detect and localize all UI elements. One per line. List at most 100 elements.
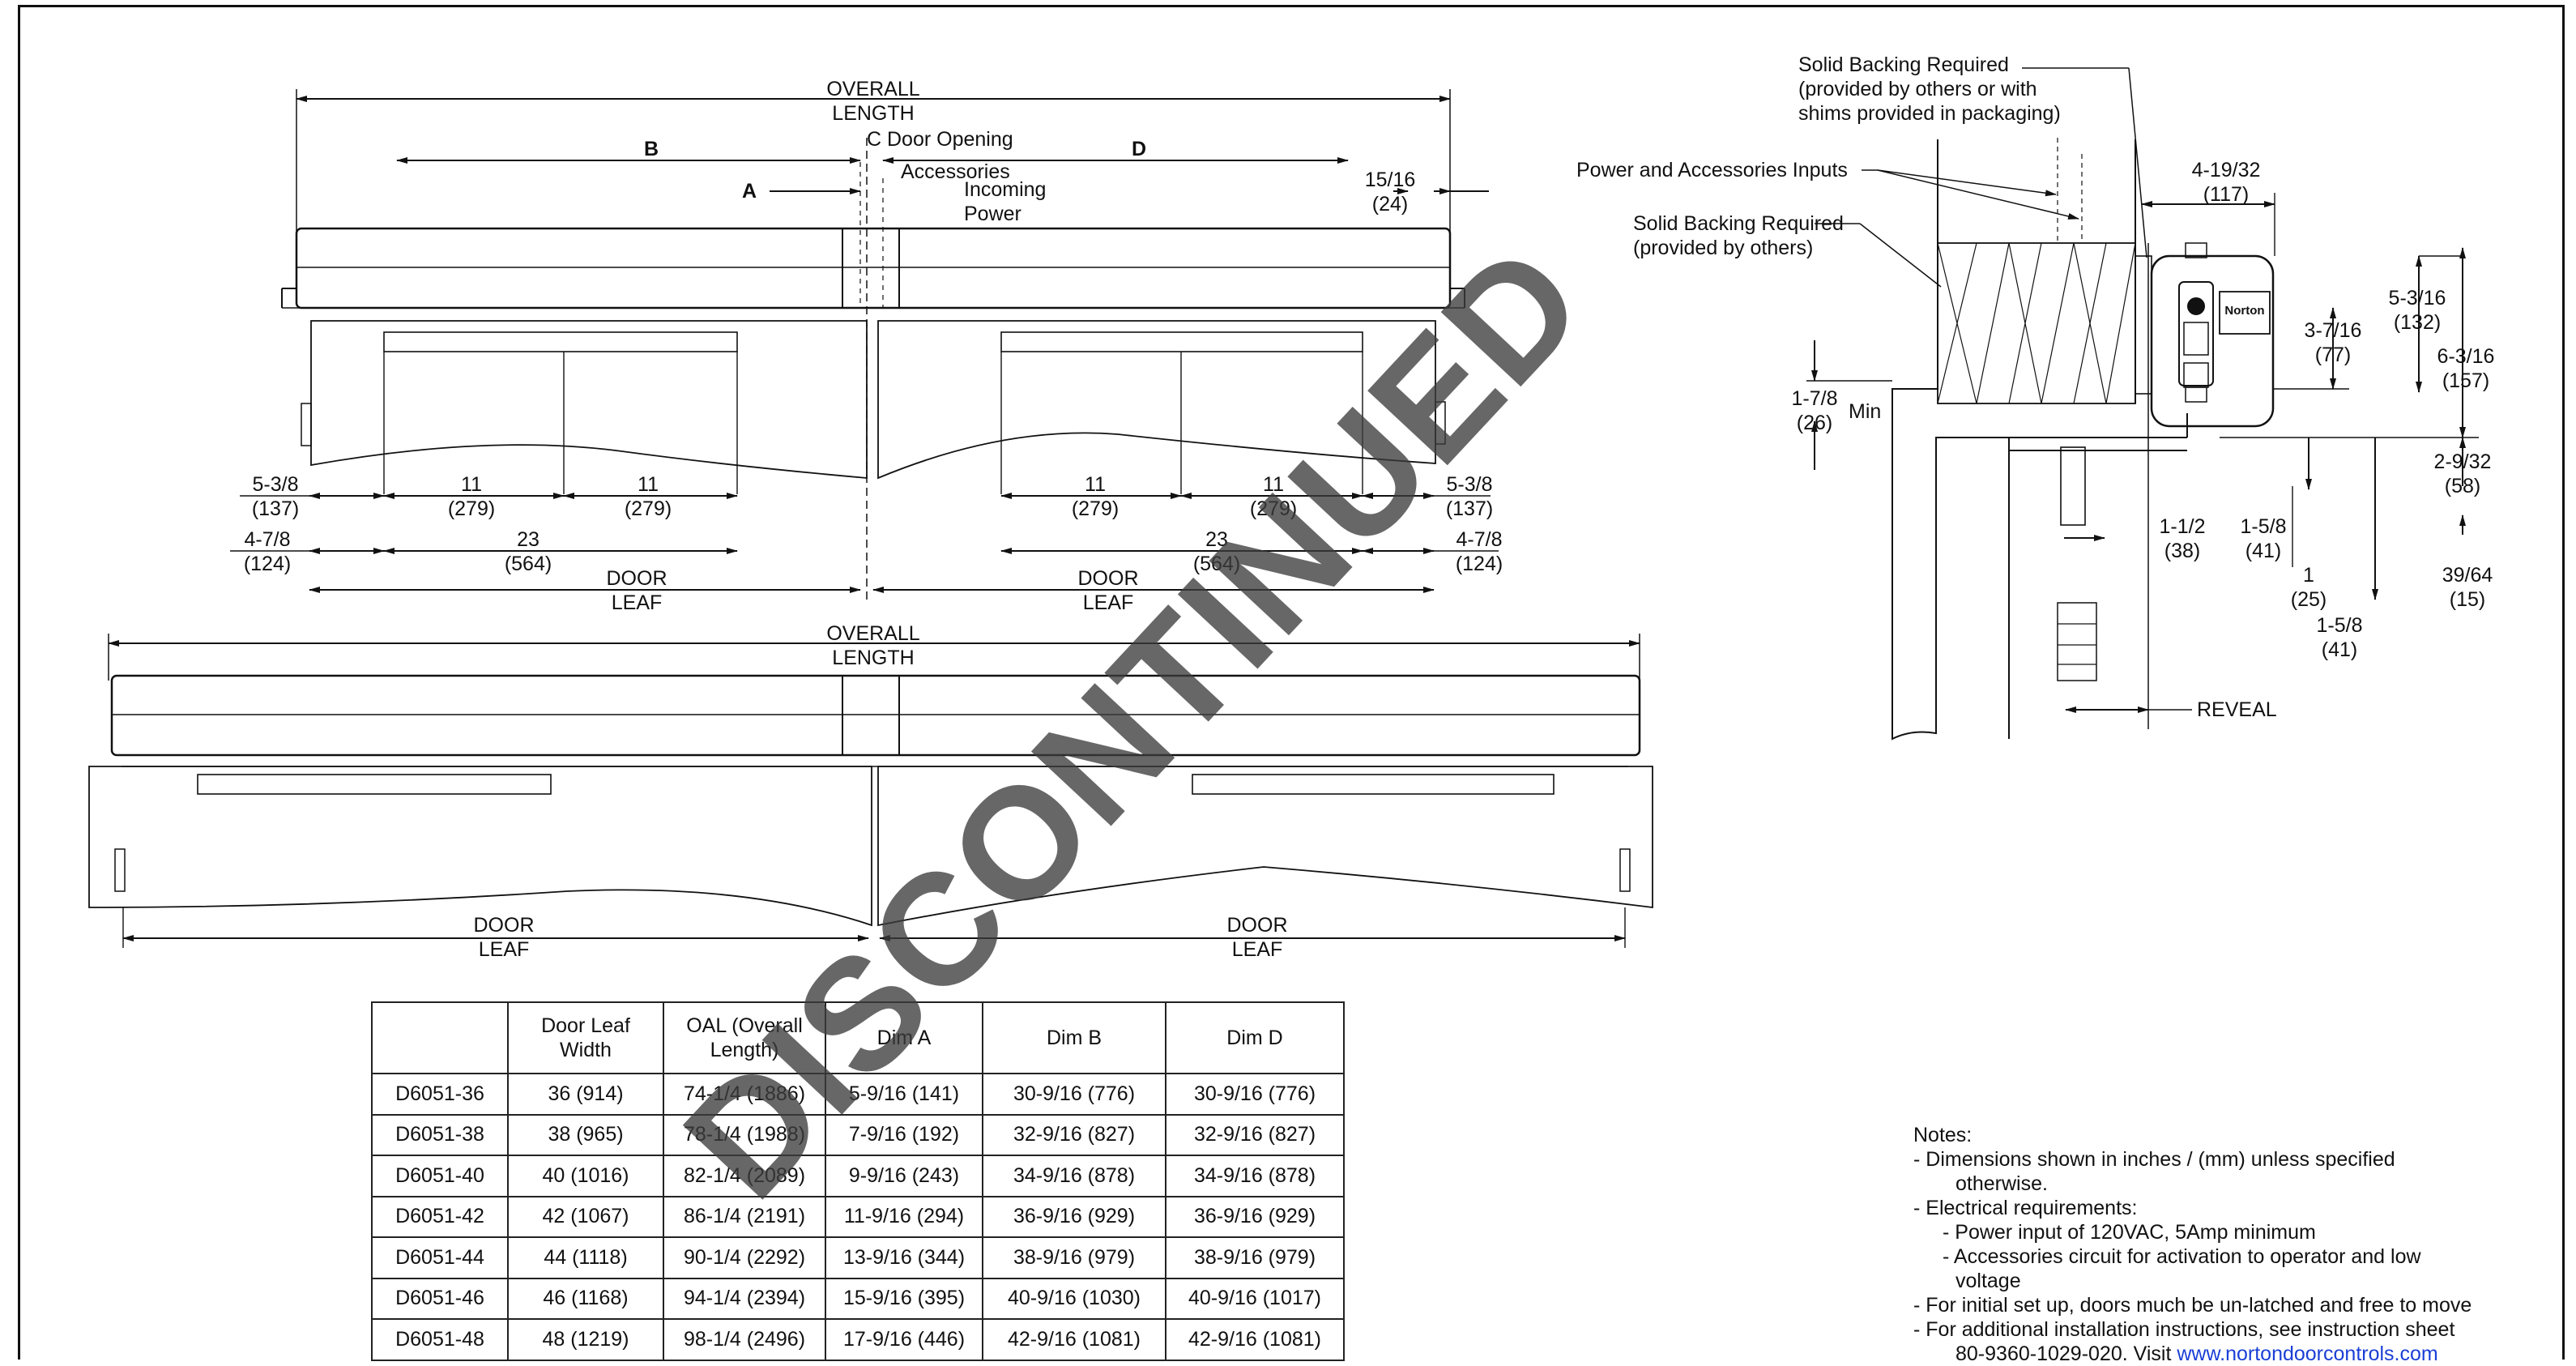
dimension-cell: 40 (1016) [507, 1155, 664, 1197]
arm-spacing-3b: (279) [1072, 497, 1119, 520]
dim-4-19-32-b: (117) [2203, 183, 2250, 206]
note-3: - For initial set up, doors much be un-l… [1913, 1294, 2472, 1317]
dim-3-7-16-b: (77) [2315, 344, 2351, 366]
dim-39-64-a: 39/64 [2442, 564, 2493, 587]
dim-1-5-8a-a: 1-5/8 [2241, 515, 2287, 538]
dimension-cell: 9-9/16 (243) [825, 1155, 983, 1197]
arm-span-2b: (564) [1193, 553, 1240, 575]
arm-spacing-4a: 11 [1263, 473, 1284, 496]
dimension-cell: 30-9/16 (776) [982, 1073, 1166, 1116]
dimension-cell: 42 (1067) [507, 1195, 664, 1238]
note-2: - Electrical requirements: [1913, 1197, 2138, 1219]
min-label-1: 1-7/8 [1792, 387, 1838, 410]
model-number-cell: D6051-48 [371, 1318, 509, 1361]
dim-a-label: A [742, 180, 757, 203]
table-header-cell: OAL (Overall Length) [663, 1001, 826, 1074]
note-4-cont: 80-9360-1029-020. Visit www.nortondoorco… [1913, 1342, 2561, 1366]
dimension-cell: 94-1/4 (2394) [663, 1277, 826, 1320]
dim-1-1-2-b: (38) [2164, 540, 2200, 562]
arm-span-2a: 23 [1205, 528, 1228, 551]
dimension-cell: 74-1/4 (1886) [663, 1073, 826, 1116]
dim-6-3-16-a: 6-3/16 [2437, 345, 2495, 368]
door-leaf-1b: LEAF [612, 591, 663, 614]
bottom-elevation [88, 634, 1653, 948]
model-number-cell: D6051-38 [371, 1113, 509, 1156]
dimension-cell: 36-9/16 (929) [1165, 1195, 1345, 1238]
arm-spacing-2b: (279) [625, 497, 672, 520]
door-leaf-2a: DOOR [1078, 567, 1139, 590]
table-header-cell [371, 1001, 509, 1074]
side-section [1806, 67, 2479, 741]
model-dimension-table: Door Leaf Width OAL (Overall Length) Dim… [371, 1001, 1345, 1361]
dim-1-5-8a-b: (41) [2245, 540, 2281, 562]
drawing-frame [18, 5, 2565, 1360]
dimension-cell: 82-1/4 (2089) [663, 1155, 826, 1197]
dim-2-9-32-a: 2-9/32 [2434, 450, 2492, 473]
arm-spacing-3a: 11 [1085, 473, 1106, 496]
incoming-power-2: Power [964, 203, 1021, 225]
model-number-cell: D6051-46 [371, 1277, 509, 1320]
right-inset-2: (137) [1446, 497, 1493, 520]
note-1: - Dimensions shown in inches / (mm) unle… [1913, 1148, 2395, 1171]
top-overall-length-2: LENGTH [832, 102, 914, 125]
left-inset-2: (137) [252, 497, 299, 520]
dim-1-1-2-a: 1-1/2 [2160, 515, 2206, 538]
solid-backing-top-3: shims provided in packaging) [1798, 102, 2061, 125]
arm-spacing-1b: (279) [448, 497, 495, 520]
dim-39-64-b: (15) [2450, 588, 2485, 611]
dimension-cell: 40-9/16 (1017) [1165, 1277, 1345, 1320]
dimension-cell: 15-9/16 (395) [825, 1277, 983, 1320]
model-number-cell: D6051-36 [371, 1073, 509, 1116]
door-leaf-2b: LEAF [1083, 591, 1134, 614]
dimension-cell: 78-1/4 (1988) [663, 1113, 826, 1156]
right-inset2-2: (124) [1456, 553, 1503, 575]
bottom-overall-length-1: OVERALL [826, 622, 919, 645]
table-header-row: Door Leaf Width OAL (Overall Length) Dim… [371, 1001, 1345, 1074]
dim-4-19-32-a: 4-19/32 [2192, 159, 2261, 181]
dim-5-3-16-b: (132) [2394, 311, 2441, 334]
drawing-labels: OVERALL LENGTH C Door Opening B D Access… [244, 53, 2495, 961]
table-header-cell: Dim A [825, 1001, 983, 1074]
note-2b: - Accessories circuit for activation to … [1943, 1245, 2421, 1268]
model-number-cell: D6051-40 [371, 1155, 509, 1197]
norton-logo: Norton [2224, 304, 2264, 318]
dim-1-5-8b-b: (41) [2322, 638, 2357, 661]
dim-b-label: B [644, 138, 659, 160]
top-overall-length-1: OVERALL [826, 78, 919, 100]
end-gap-2: (24) [1372, 193, 1408, 216]
arm-spacing-1a: 11 [461, 473, 482, 496]
bottom-overall-length-2: LENGTH [832, 647, 914, 669]
note-4-text: 80-9360-1029-020. Visit [1955, 1343, 2172, 1365]
dimension-cell: 38-9/16 (979) [982, 1236, 1166, 1279]
note-2c: voltage [1955, 1270, 2021, 1292]
notes-block: Notes: - Dimensions shown in inches / (m… [1913, 1123, 2561, 1366]
dimension-cell: 34-9/16 (878) [1165, 1155, 1345, 1197]
dimension-cell: 86-1/4 (2191) [663, 1195, 826, 1238]
dimension-cell: 98-1/4 (2496) [663, 1318, 826, 1361]
dimension-cell: 38-9/16 (979) [1165, 1236, 1345, 1279]
right-inset-1: 5-3/8 [1447, 473, 1493, 496]
website-link[interactable]: www.nortondoorcontrols.com [2177, 1343, 2438, 1365]
dimension-cell: 7-9/16 (192) [825, 1113, 983, 1156]
dimension-cell: 36-9/16 (929) [982, 1195, 1166, 1238]
reveal-label: REVEAL [2197, 698, 2277, 721]
dimension-cell: 42-9/16 (1081) [1165, 1318, 1345, 1361]
arm-spacing-4b: (279) [1250, 497, 1297, 520]
table-header-cell: Door Leaf Width [507, 1001, 664, 1074]
dimension-cell: 46 (1168) [507, 1277, 664, 1320]
incoming-power-1: Incoming [964, 178, 1046, 201]
note-2a: - Power input of 120VAC, 5Amp minimum [1943, 1221, 2316, 1244]
left-inset2-1: 4-7/8 [245, 528, 291, 551]
dimension-cell: 44 (1118) [507, 1236, 664, 1279]
dimension-cell: 13-9/16 (344) [825, 1236, 983, 1279]
dim-1-a: 1 [2303, 564, 2314, 587]
arm-spacing-2a: 11 [638, 473, 659, 496]
solid-backing-mid-1: Solid Backing Required [1633, 212, 1844, 235]
min-label-3: Min [1849, 400, 1881, 423]
